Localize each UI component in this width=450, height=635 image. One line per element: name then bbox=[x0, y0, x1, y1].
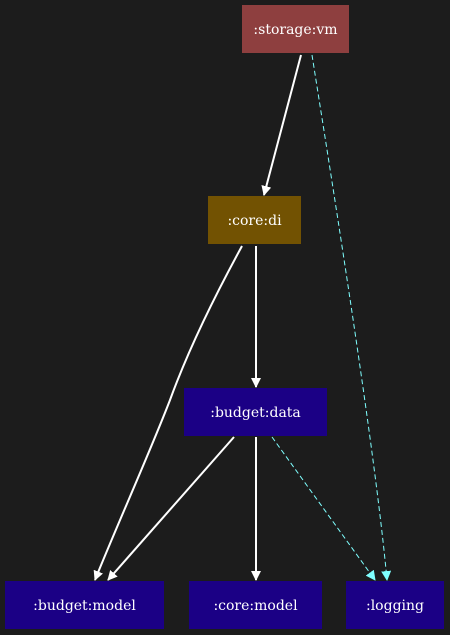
node-label: :core:di bbox=[227, 213, 282, 229]
node-core-model[interactable]: :core:model bbox=[189, 581, 322, 629]
node-budget-data[interactable]: :budget:data bbox=[184, 388, 327, 436]
node-label: :storage:vm bbox=[253, 22, 337, 38]
node-label: :budget:model bbox=[33, 598, 136, 614]
node-label: :logging bbox=[366, 598, 424, 614]
node-storage-vm[interactable]: :storage:vm bbox=[242, 5, 349, 53]
node-box bbox=[5, 581, 164, 629]
node-logging[interactable]: :logging bbox=[346, 581, 444, 629]
edge-storage-vm-to-logging bbox=[311, 54, 392, 581]
node-box bbox=[346, 581, 444, 629]
edge-budget-data-to-logging bbox=[271, 436, 376, 581]
edge-storage-vm-to-core-di bbox=[261, 54, 302, 196]
node-box bbox=[184, 388, 327, 436]
node-box bbox=[208, 196, 301, 244]
edge-core-di-to-budget-model bbox=[93, 245, 243, 581]
edge-budget-data-to-budget-model bbox=[107, 436, 235, 581]
node-label: :core:model bbox=[213, 598, 298, 614]
node-label: :budget:data bbox=[210, 405, 301, 421]
node-box bbox=[242, 5, 349, 53]
node-core-di[interactable]: :core:di bbox=[208, 196, 301, 244]
edges bbox=[93, 54, 392, 581]
node-budget-model[interactable]: :budget:model bbox=[5, 581, 164, 629]
node-box bbox=[189, 581, 322, 629]
